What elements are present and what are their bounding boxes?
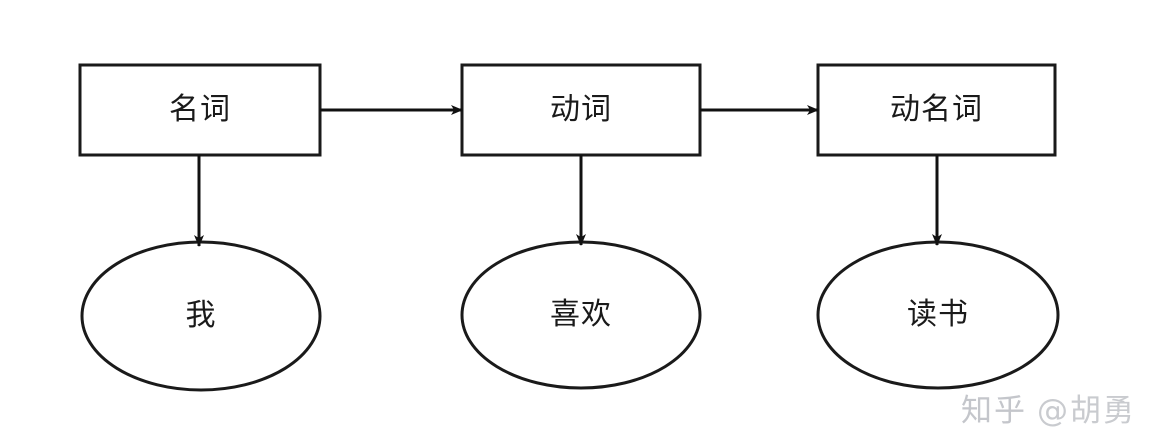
node-box-noun-label: 名词 xyxy=(169,92,231,127)
node-box-verb[interactable] xyxy=(460,63,702,157)
node-box-noun[interactable] xyxy=(78,63,322,157)
watermark: 知乎 @胡勇 xyxy=(961,385,1136,430)
node-ellipse-xihuan-label: 喜欢 xyxy=(550,297,612,332)
watermark-user-label: @胡勇 xyxy=(1037,393,1136,429)
node-ellipse-wo-label: 我 xyxy=(185,298,217,333)
node-box-gerund-label: 动名词 xyxy=(890,92,983,127)
node-ellipse-dushu-label: 读书 xyxy=(907,297,969,332)
watermark-site-label: 知乎 xyxy=(961,393,1027,429)
node-box-verb-label: 动词 xyxy=(550,92,612,127)
